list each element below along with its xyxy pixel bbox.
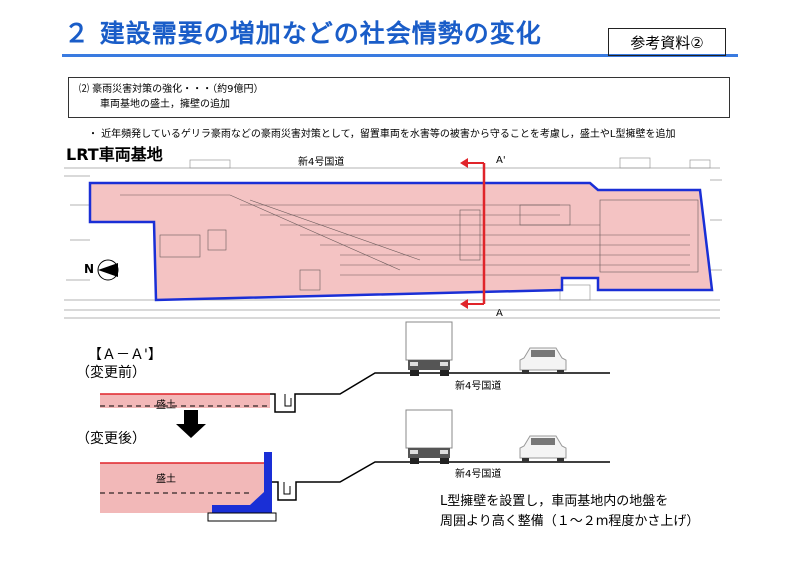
embankment-label-after: 盛土 — [156, 474, 176, 485]
bottom-note: L型擁壁を設置し，車両基地内の地盤を 周囲より高く整備（１～２m程度かさ上げ） — [440, 492, 699, 532]
north-arrow-icon — [97, 259, 119, 281]
section-bottom-label: A — [496, 308, 503, 319]
note-line-2: 車両基地の盛土，擁壁の追加 — [100, 99, 230, 110]
car-icon — [519, 435, 567, 462]
down-arrow-icon — [176, 410, 206, 438]
plan-title: LRT車両基地 — [66, 145, 163, 164]
reference-label: 参考資料② — [608, 28, 726, 56]
note-box: ⑵ 豪雨災害対策の強化・・・（約9億円） 車両基地の盛土，擁壁の追加 — [68, 77, 730, 118]
section-title: 【Ａ－Ａ'】 — [88, 347, 162, 363]
bottom-note-line-2: 周囲より高く整備（１～２m程度かさ上げ） — [440, 514, 700, 529]
after-label: （変更後） — [76, 431, 146, 447]
embankment-area — [88, 181, 714, 302]
title-rule — [62, 54, 738, 57]
plan-road-label: 新4号国道 — [298, 157, 345, 168]
truck-icon — [405, 321, 453, 376]
note-line-1: ⑵ 豪雨災害対策の強化・・・（約9億円） — [79, 84, 264, 95]
road-label-before: 新4号国道 — [455, 381, 502, 392]
truck-icon — [405, 409, 453, 464]
before-label: （変更前） — [76, 365, 146, 381]
before-section — [100, 372, 610, 413]
l-type-retaining-wall — [212, 452, 272, 513]
embankment-label-before: 盛土 — [156, 400, 176, 411]
bottom-note-line-1: L型擁壁を設置し，車両基地内の地盤を — [440, 494, 669, 509]
north-label: N — [84, 262, 95, 276]
bullet-text: ・ 近年頻発しているゲリラ豪雨などの豪雨災害対策として，留置車両を水害等の被害か… — [88, 129, 676, 140]
section-top-label: A' — [496, 155, 506, 166]
car-icon — [519, 347, 567, 374]
page-title: ２ 建設需要の増加などの社会情勢の変化 — [64, 19, 542, 48]
road-label-after: 新4号国道 — [455, 469, 502, 480]
after-section — [100, 452, 610, 522]
track-lines — [120, 194, 699, 291]
